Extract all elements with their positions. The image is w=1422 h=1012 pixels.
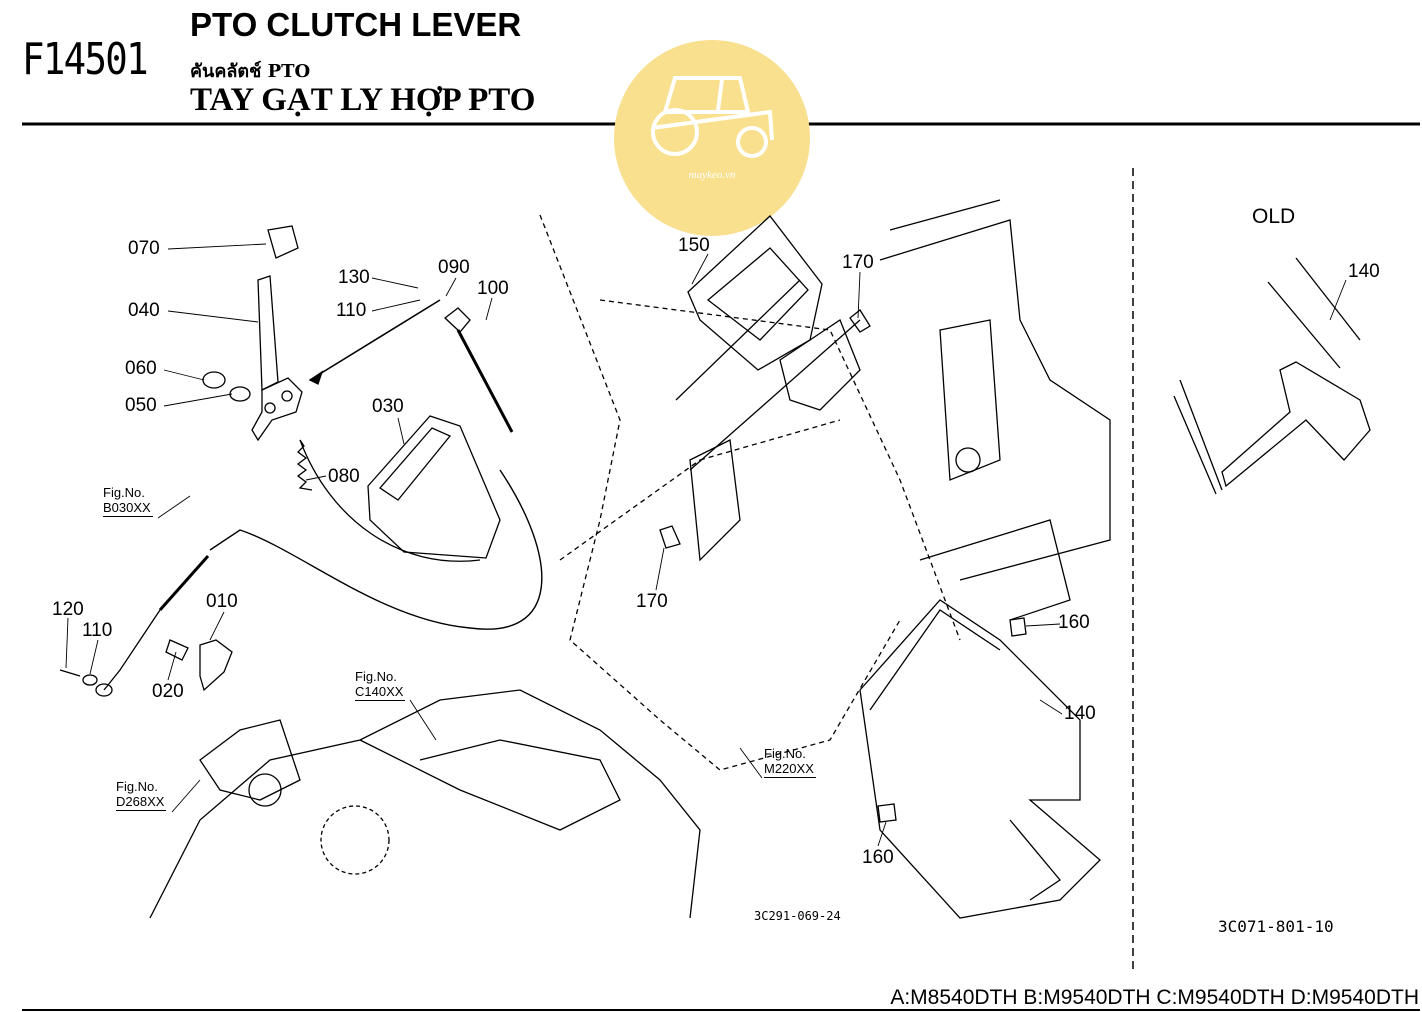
- figref-d268[interactable]: Fig.No. D268XX: [116, 779, 167, 811]
- drawing-number-old: 3C071-801-10: [1218, 917, 1334, 936]
- figref-label: Fig.No.: [764, 746, 806, 761]
- watermark-text: maykeo.vn: [689, 169, 736, 181]
- callout-020: 020: [152, 681, 184, 702]
- figref-label: Fig.No.: [103, 485, 145, 500]
- callout-060: 060: [125, 358, 157, 379]
- old-section-label: OLD: [1252, 205, 1296, 228]
- figref-c140[interactable]: Fig.No. C140XX: [355, 669, 406, 701]
- drawing-number-main: 3C291-069-24: [754, 909, 841, 923]
- callout-170-mid: 170: [636, 591, 668, 612]
- callout-160-top: 160: [1058, 612, 1090, 633]
- title-english: PTO CLUTCH LEVER: [190, 6, 522, 43]
- callout-070: 070: [128, 238, 160, 259]
- callout-010: 010: [206, 591, 238, 612]
- figref-m220[interactable]: Fig.No. M220XX: [764, 746, 816, 778]
- callout-040: 040: [128, 300, 160, 321]
- callout-030: 030: [372, 396, 404, 417]
- figref-code: M220XX: [764, 760, 816, 778]
- model-applicability: A:M8540DTH B:M9540DTH C:M9540DTH D:M9540…: [890, 986, 1419, 1009]
- callout-140-main: 140: [1064, 703, 1096, 724]
- callout-150: 150: [678, 235, 710, 256]
- callout-120: 120: [52, 599, 84, 620]
- callout-130: 130: [338, 267, 370, 288]
- figure-code: F14501: [22, 34, 149, 85]
- callout-110-bottom: 110: [82, 620, 113, 641]
- figref-code: C140XX: [355, 683, 406, 701]
- callout-100: 100: [477, 278, 509, 299]
- figref-b030[interactable]: Fig.No. B030XX: [103, 485, 153, 517]
- figref-code: B030XX: [103, 499, 153, 517]
- title-vietnamese: TAY GẠT LY HỢP PTO: [190, 82, 536, 118]
- callout-170-top: 170: [842, 252, 874, 273]
- callout-140-old: 140: [1348, 261, 1380, 282]
- callout-050: 050: [125, 395, 157, 416]
- callout-090: 090: [438, 257, 470, 278]
- callout-080: 080: [328, 466, 360, 487]
- tractor-logo-icon: maykeo.vn: [614, 40, 810, 236]
- title-thai: คันคลัตช์ PTO: [190, 61, 311, 82]
- figref-label: Fig.No.: [355, 669, 397, 684]
- figref-label: Fig.No.: [116, 779, 158, 794]
- callout-110-top: 110: [336, 300, 367, 321]
- callout-160-bottom: 160: [862, 847, 894, 868]
- figref-code: D268XX: [116, 793, 167, 811]
